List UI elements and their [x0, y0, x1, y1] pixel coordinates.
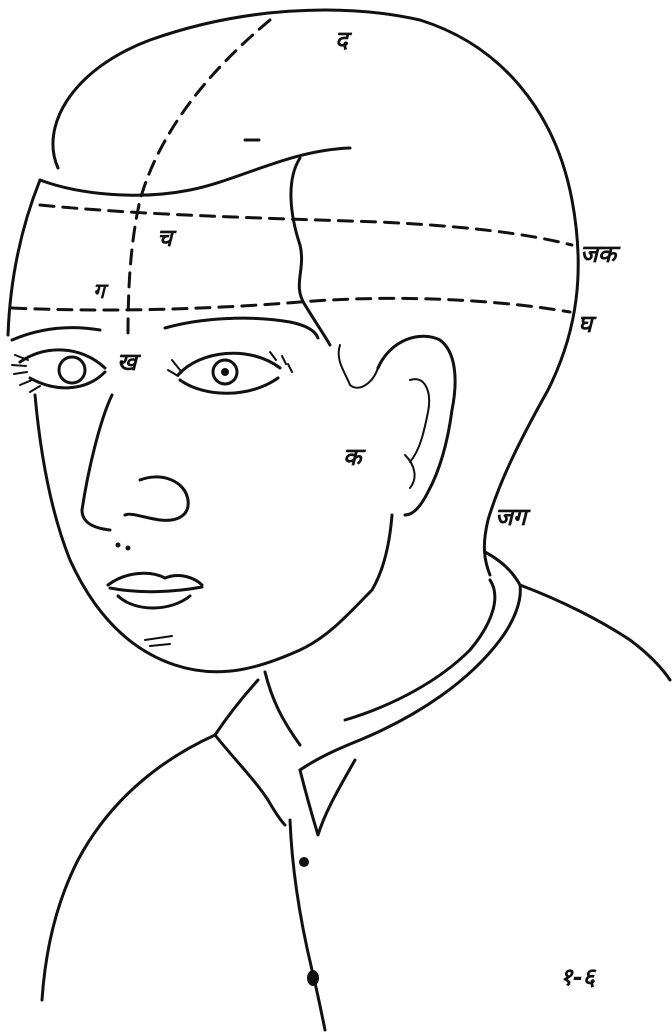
shirt-button-top	[299, 857, 309, 867]
ear-inner	[405, 379, 429, 488]
shirt-button-bottom	[307, 970, 319, 986]
label-temple-right: जक	[580, 239, 622, 268]
collar-inner	[345, 580, 495, 720]
lower-lip	[118, 596, 190, 608]
left-nostril	[116, 543, 121, 548]
dashed-upper-guide	[40, 205, 572, 245]
label-cheek: क	[343, 442, 367, 471]
ear-connector	[339, 345, 378, 388]
left-iris	[59, 357, 85, 383]
left-eyebrow	[12, 328, 100, 340]
right-shoulder	[520, 585, 670, 680]
shirt-placket	[290, 820, 325, 1030]
label-top: द	[335, 25, 353, 54]
right-nostril	[126, 546, 131, 551]
label-left-brow: ग	[93, 278, 109, 303]
left-eye-lower	[30, 372, 105, 388]
collar-back	[300, 552, 520, 770]
left-eye-upper	[20, 350, 105, 368]
lip-line	[110, 587, 202, 592]
ear-outline	[378, 336, 455, 515]
skull-outline	[53, 10, 578, 575]
right-eye-lower	[180, 378, 278, 393]
neck-front	[265, 672, 300, 745]
nose-bridge	[82, 395, 112, 530]
collar-right-flap	[300, 760, 355, 835]
left-shoulder	[42, 735, 215, 1000]
label-forehead-center: च	[157, 223, 177, 252]
chin-mark	[145, 636, 172, 646]
dashed-vertical-guide	[128, 20, 270, 335]
upper-lip	[108, 573, 202, 585]
face-left-outline	[8, 180, 40, 335]
hairline	[40, 148, 350, 195]
left-eyelashes	[12, 355, 40, 392]
label-right-back: घ	[578, 309, 597, 338]
label-figure-number: १-६	[560, 962, 596, 991]
label-neck: जग	[495, 502, 532, 531]
hair-side-edge	[291, 158, 330, 345]
right-eye-upper	[178, 353, 280, 375]
face-jaw-outline	[35, 395, 392, 672]
right-eyebrow	[165, 318, 318, 338]
right-pupil	[221, 368, 229, 376]
nose-tip	[125, 477, 188, 520]
label-between-eyes: ख	[117, 347, 142, 376]
